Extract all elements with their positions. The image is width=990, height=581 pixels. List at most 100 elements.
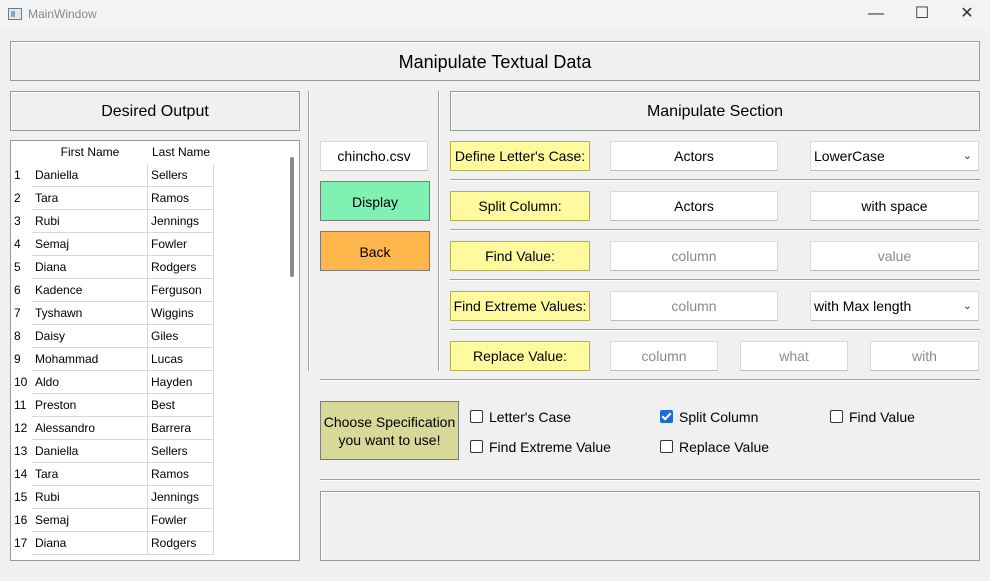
cell-last-name[interactable]: Hayden xyxy=(148,371,214,394)
row-number[interactable]: 12 xyxy=(14,421,28,435)
maximize-button[interactable]: ☐ xyxy=(914,5,930,22)
find-value-field[interactable]: value xyxy=(810,241,979,271)
divider xyxy=(450,279,980,281)
close-button[interactable]: ✕ xyxy=(960,5,974,22)
table-scrollbar[interactable] xyxy=(292,141,299,560)
row-number[interactable]: 10 xyxy=(14,375,28,389)
cell-first-name[interactable]: Tara xyxy=(32,187,148,210)
column-header-first-name[interactable]: First Name xyxy=(32,141,148,164)
cell-last-name[interactable]: Wiggins xyxy=(148,302,214,325)
cell-first-name[interactable]: Alessandro xyxy=(32,417,148,440)
letters-case-checkbox[interactable]: Letter's Case xyxy=(470,409,571,425)
file-name-field[interactable]: chincho.csv xyxy=(320,141,428,171)
row-number[interactable]: 16 xyxy=(14,513,28,527)
column-header-last-name[interactable]: Last Name xyxy=(148,141,214,164)
letter-case-column-field[interactable]: Actors xyxy=(610,141,778,171)
cell-first-name[interactable]: Tara xyxy=(32,463,148,486)
row-number[interactable]: 14 xyxy=(14,467,28,481)
display-button[interactable]: Display xyxy=(320,181,430,221)
row-number[interactable]: 2 xyxy=(14,191,21,205)
cell-last-name[interactable]: Rodgers xyxy=(148,256,214,279)
row-number[interactable]: 1 xyxy=(14,168,21,182)
cell-first-name[interactable]: Daniella xyxy=(32,164,148,187)
cell-last-name[interactable]: Sellers xyxy=(148,164,214,187)
cell-last-name[interactable]: Fowler xyxy=(148,233,214,256)
find-value-checkbox[interactable]: Find Value xyxy=(830,409,915,425)
cell-first-name[interactable]: Rubi xyxy=(32,210,148,233)
letter-case-select[interactable]: LowerCase ⌄ xyxy=(810,141,979,171)
choose-specification-button[interactable]: Choose Specification you want to use! xyxy=(320,401,459,460)
cell-last-name[interactable]: Barrera xyxy=(148,417,214,440)
cell-first-name[interactable]: Diana xyxy=(32,532,148,555)
replace-with-field[interactable]: with xyxy=(870,341,979,371)
row-number[interactable]: 9 xyxy=(14,352,21,366)
cell-last-name[interactable]: Ramos xyxy=(148,187,214,210)
split-column-checkbox[interactable]: Split Column xyxy=(660,409,758,425)
cell-last-name[interactable]: Best xyxy=(148,394,214,417)
cell-last-name[interactable]: Sellers xyxy=(148,440,214,463)
find-extreme-checkbox[interactable]: Find Extreme Value xyxy=(470,439,611,455)
checkbox-label: Split Column xyxy=(679,409,759,425)
title-bar xyxy=(0,0,990,30)
cell-last-name[interactable]: Lucas xyxy=(148,348,214,371)
row-number[interactable]: 17 xyxy=(14,536,28,550)
cell-first-name[interactable]: Preston xyxy=(32,394,148,417)
extreme-column-field[interactable]: column xyxy=(610,291,778,321)
cell-first-name[interactable]: Diana xyxy=(32,256,148,279)
replace-value-checkbox[interactable]: Replace Value xyxy=(660,439,769,455)
cell-first-name[interactable]: Aldo xyxy=(32,371,148,394)
replace-what-field[interactable]: what xyxy=(740,341,848,371)
replace-column-field[interactable]: column xyxy=(610,341,718,371)
row-number[interactable]: 8 xyxy=(14,329,21,343)
cell-first-name[interactable]: Semaj xyxy=(32,509,148,532)
cell-first-name[interactable]: Mohammad xyxy=(32,348,148,371)
cell-first-name[interactable]: Daisy xyxy=(32,325,148,348)
row-number[interactable]: 6 xyxy=(14,283,21,297)
row-number[interactable]: 13 xyxy=(14,444,28,458)
cell-first-name[interactable]: Semaj xyxy=(32,233,148,256)
row-number[interactable]: 7 xyxy=(14,306,21,320)
cell-last-name[interactable]: Ramos xyxy=(148,463,214,486)
row-number[interactable]: 4 xyxy=(14,237,21,251)
cell-last-name[interactable]: Jennings xyxy=(148,210,214,233)
scrollbar-thumb[interactable] xyxy=(290,157,294,277)
cell-first-name[interactable]: Rubi xyxy=(32,486,148,509)
row-number[interactable]: 3 xyxy=(14,214,21,228)
cell-first-name[interactable]: Daniella xyxy=(32,440,148,463)
row-number[interactable]: 15 xyxy=(14,490,28,504)
cell-last-name[interactable]: Giles xyxy=(148,325,214,348)
minimize-button[interactable]: — xyxy=(868,5,884,22)
extreme-select[interactable]: with Max length ⌄ xyxy=(810,291,979,321)
cell-last-name[interactable]: Fowler xyxy=(148,509,214,532)
cell-first-name[interactable]: Tyshawn xyxy=(32,302,148,325)
cell-last-name[interactable]: Ferguson xyxy=(148,279,214,302)
find-column-field[interactable]: column xyxy=(610,241,778,271)
back-button[interactable]: Back xyxy=(320,231,430,271)
split-column-field[interactable]: Actors xyxy=(610,191,778,221)
cell-last-name[interactable]: Jennings xyxy=(148,486,214,509)
split-separator-field[interactable]: with space xyxy=(810,191,979,221)
cell-last-name[interactable]: Rodgers xyxy=(148,532,214,555)
row-number[interactable]: 5 xyxy=(14,260,21,274)
cell-first-name[interactable]: Kadence xyxy=(32,279,148,302)
divider xyxy=(320,479,980,481)
row-number[interactable]: 11 xyxy=(14,398,27,412)
